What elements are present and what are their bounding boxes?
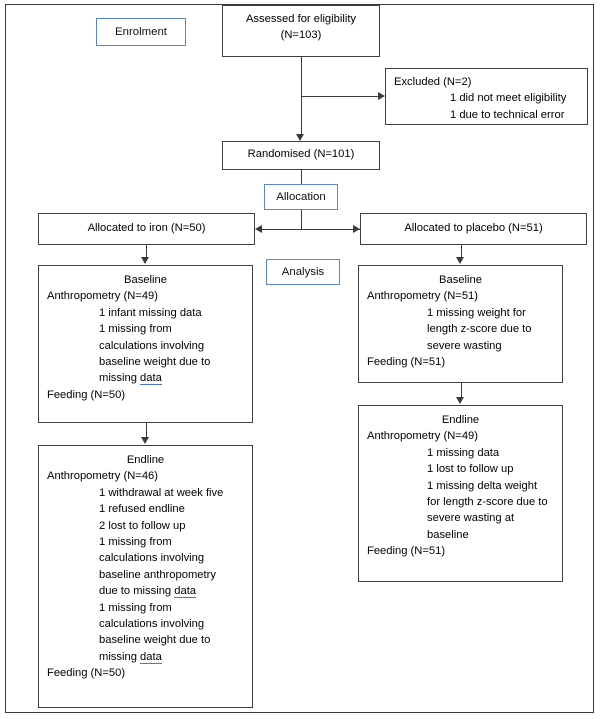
randomised-line1: Randomised (N=101)	[247, 148, 355, 160]
excluded-line3: 1 due to technical error	[450, 108, 565, 121]
iron-endline-detail3: 2 lost to follow up	[99, 519, 186, 532]
node-allocated-to-iron: Allocated to iron (N=50)	[38, 213, 255, 245]
node-excluded: Excluded (N=2) 1 did not meet eligibilit…	[385, 68, 588, 125]
placebo-endline-detail3: 1 missing delta weight	[427, 479, 538, 492]
iron-endline-detail5: calculations involving	[99, 552, 205, 565]
arrowhead-iron-endline	[141, 437, 149, 444]
arrowhead-randomised	[296, 134, 304, 141]
excluded-line2: 1 did not meet eligibility	[450, 92, 567, 105]
stage-label-allocation-text: Allocation	[276, 191, 326, 203]
assessed-line2: (N=103)	[280, 29, 322, 42]
iron-baseline-detail4: baseline weight due to	[99, 356, 211, 369]
iron-endline-detail10: baseline weight due to	[99, 634, 211, 647]
stage-label-allocation: Allocation	[264, 184, 338, 210]
iron-endline-detail7-text: due to missing	[99, 585, 175, 598]
placebo-endline-detail2: 1 lost to follow up	[427, 463, 514, 476]
iron-endline-detail4: 1 missing from	[99, 536, 172, 549]
arrowhead-iron-baseline	[141, 257, 149, 264]
placebo-endline-detail5: severe wasting at	[427, 512, 515, 525]
node-allocated-to-placebo: Allocated to placebo (N=51)	[360, 213, 587, 245]
placebo-baseline-detail2: length z-score due to	[427, 323, 532, 336]
placebo-baseline-detail3: severe wasting	[427, 339, 502, 352]
connector-placebo-to-baseline	[460, 245, 462, 259]
node-assessed-for-eligibility: Assessed for eligibility (N=103)	[222, 5, 380, 57]
connector-split-right	[300, 228, 360, 230]
placebo-baseline-anthropometry: Anthropometry (N=51)	[367, 290, 478, 303]
arrowhead-placebo-endline	[456, 397, 464, 404]
placebo-endline-detail1: 1 missing data	[427, 446, 500, 459]
iron-endline-heading: Endline	[126, 454, 165, 466]
iron-endline-detail1: 1 withdrawal at week five	[99, 486, 224, 499]
placebo-endline-feeding: Feeding (N=51)	[367, 545, 446, 558]
iron-baseline-detail3: calculations involving	[99, 339, 205, 352]
placebo-endline-detail6: baseline	[427, 528, 469, 541]
iron-baseline-detail1: 1 infant missing data	[99, 306, 202, 319]
excluded-line1: Excluded (N=2)	[394, 76, 472, 88]
iron-endline-detail8: 1 missing from	[99, 601, 172, 614]
iron-baseline-heading: Baseline	[124, 274, 167, 286]
arrowhead-allocated-iron	[255, 224, 262, 233]
iron-endline-detail11-text: missing	[99, 650, 141, 663]
stage-label-enrolment: Enrolment	[96, 18, 186, 46]
connector-to-excluded	[300, 96, 380, 98]
iron-endline-detail11: missing data	[47, 649, 244, 665]
node-randomised: Randomised (N=101)	[222, 141, 380, 170]
arrowhead-excluded	[378, 92, 385, 100]
connector-iron-baseline-to-endline	[145, 423, 147, 439]
arrowhead-placebo-baseline	[456, 257, 464, 264]
allocated-iron-line1: Allocated to iron (N=50)	[87, 222, 206, 234]
assessed-line1: Assessed for eligibility	[245, 13, 357, 25]
iron-baseline-detail5-text: missing	[99, 372, 141, 385]
iron-endline-feeding: Feeding (N=50)	[47, 667, 126, 680]
iron-endline-detail9: calculations involving	[99, 618, 205, 631]
placebo-endline-heading: Endline	[441, 414, 480, 426]
iron-endline-detail6: baseline anthropometry	[99, 568, 216, 581]
iron-baseline-detail5-flagged-word: data	[140, 372, 162, 386]
placebo-baseline-feeding: Feeding (N=51)	[367, 356, 446, 369]
page-border	[5, 4, 594, 713]
arrowhead-allocated-placebo	[353, 224, 360, 233]
iron-baseline-detail5: missing data	[47, 370, 244, 386]
iron-baseline-detail2: 1 missing from	[99, 323, 172, 336]
node-iron-endline: Endline Anthropometry (N=46) 1 withdrawa…	[38, 445, 253, 708]
placebo-baseline-heading: Baseline	[439, 274, 482, 286]
stage-label-enrolment-text: Enrolment	[115, 26, 167, 38]
connector-iron-to-baseline	[145, 245, 147, 259]
allocated-placebo-line1: Allocated to placebo (N=51)	[404, 222, 543, 234]
iron-baseline-anthropometry: Anthropometry (N=49)	[47, 290, 158, 303]
stage-label-analysis: Analysis	[266, 259, 340, 285]
placebo-endline-anthropometry: Anthropometry (N=49)	[367, 430, 478, 443]
placebo-baseline-detail1: 1 missing weight for	[427, 306, 526, 319]
iron-endline-anthropometry: Anthropometry (N=46)	[47, 470, 158, 483]
stage-label-analysis-text: Analysis	[281, 266, 325, 278]
iron-endline-detail7: due to missing data	[47, 583, 244, 599]
iron-endline-detail7-flagged-word: data	[174, 585, 197, 599]
placebo-endline-detail4: for length z-score due to	[427, 496, 548, 509]
node-iron-baseline: Baseline Anthropometry (N=49) 1 infant m…	[38, 265, 253, 423]
iron-baseline-feeding: Feeding (N=50)	[47, 388, 126, 401]
iron-endline-detail2: 1 refused endline	[99, 503, 185, 516]
node-placebo-baseline: Baseline Anthropometry (N=51) 1 missing …	[358, 265, 563, 383]
iron-endline-detail11-flagged-word: data	[140, 650, 162, 664]
connector-placebo-baseline-to-endline	[460, 383, 462, 399]
node-placebo-endline: Endline Anthropometry (N=49) 1 missing d…	[358, 405, 563, 582]
